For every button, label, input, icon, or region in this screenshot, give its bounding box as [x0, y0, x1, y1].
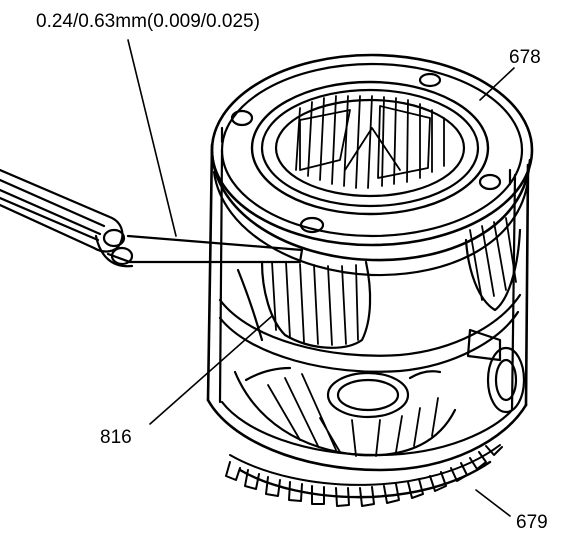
- leader-line-678: [479, 67, 515, 101]
- ring-cap-678: [210, 53, 534, 277]
- leader-line-816: [149, 315, 273, 425]
- leader-lines: [127, 39, 515, 517]
- leader-line-679: [475, 489, 511, 517]
- callout-679: 679: [516, 512, 548, 533]
- pinion-gear-816: [236, 260, 372, 349]
- callout-678: 678: [509, 47, 541, 68]
- right-pinion-gear: [464, 217, 526, 414]
- ring-gear-teeth: [225, 445, 503, 507]
- feeler-gauge: [0, 168, 304, 268]
- differential-case: [206, 143, 530, 472]
- callout-816: 816: [100, 427, 132, 448]
- leader-line-spec: [127, 39, 177, 237]
- ring-gear-679: [225, 444, 503, 507]
- clearance-spec-label: 0.24/0.63mm(0.009/0.025): [36, 11, 260, 32]
- lower-gear-window: [233, 366, 457, 457]
- side-gear-splines: [295, 95, 445, 189]
